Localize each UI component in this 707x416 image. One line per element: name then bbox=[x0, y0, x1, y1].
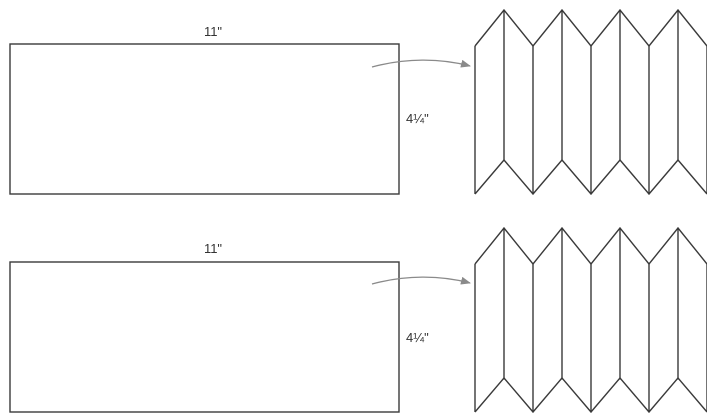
curved-arrow-icon bbox=[371, 276, 471, 285]
height-dimension-label: 4¼" bbox=[406, 111, 429, 126]
flat-paper-rectangle bbox=[9, 261, 400, 413]
top-zigzag-edge bbox=[474, 8, 707, 48]
bottom-zigzag-edge bbox=[474, 158, 707, 196]
figure-2: 11" 4¼" bbox=[9, 226, 707, 414]
curved-arrow-icon bbox=[371, 59, 471, 68]
top-zigzag-edge bbox=[474, 226, 707, 266]
height-dimension-label: 4¼" bbox=[406, 330, 429, 345]
width-dimension-label: 11" bbox=[204, 241, 222, 256]
accordion-fold-drawing bbox=[474, 8, 707, 196]
accordion-fold-drawing bbox=[474, 226, 707, 414]
flat-paper-rectangle bbox=[9, 43, 400, 195]
figure-1: 11" 4¼" bbox=[9, 8, 707, 196]
width-dimension-label: 11" bbox=[204, 24, 222, 39]
bottom-zigzag-edge bbox=[474, 376, 707, 414]
